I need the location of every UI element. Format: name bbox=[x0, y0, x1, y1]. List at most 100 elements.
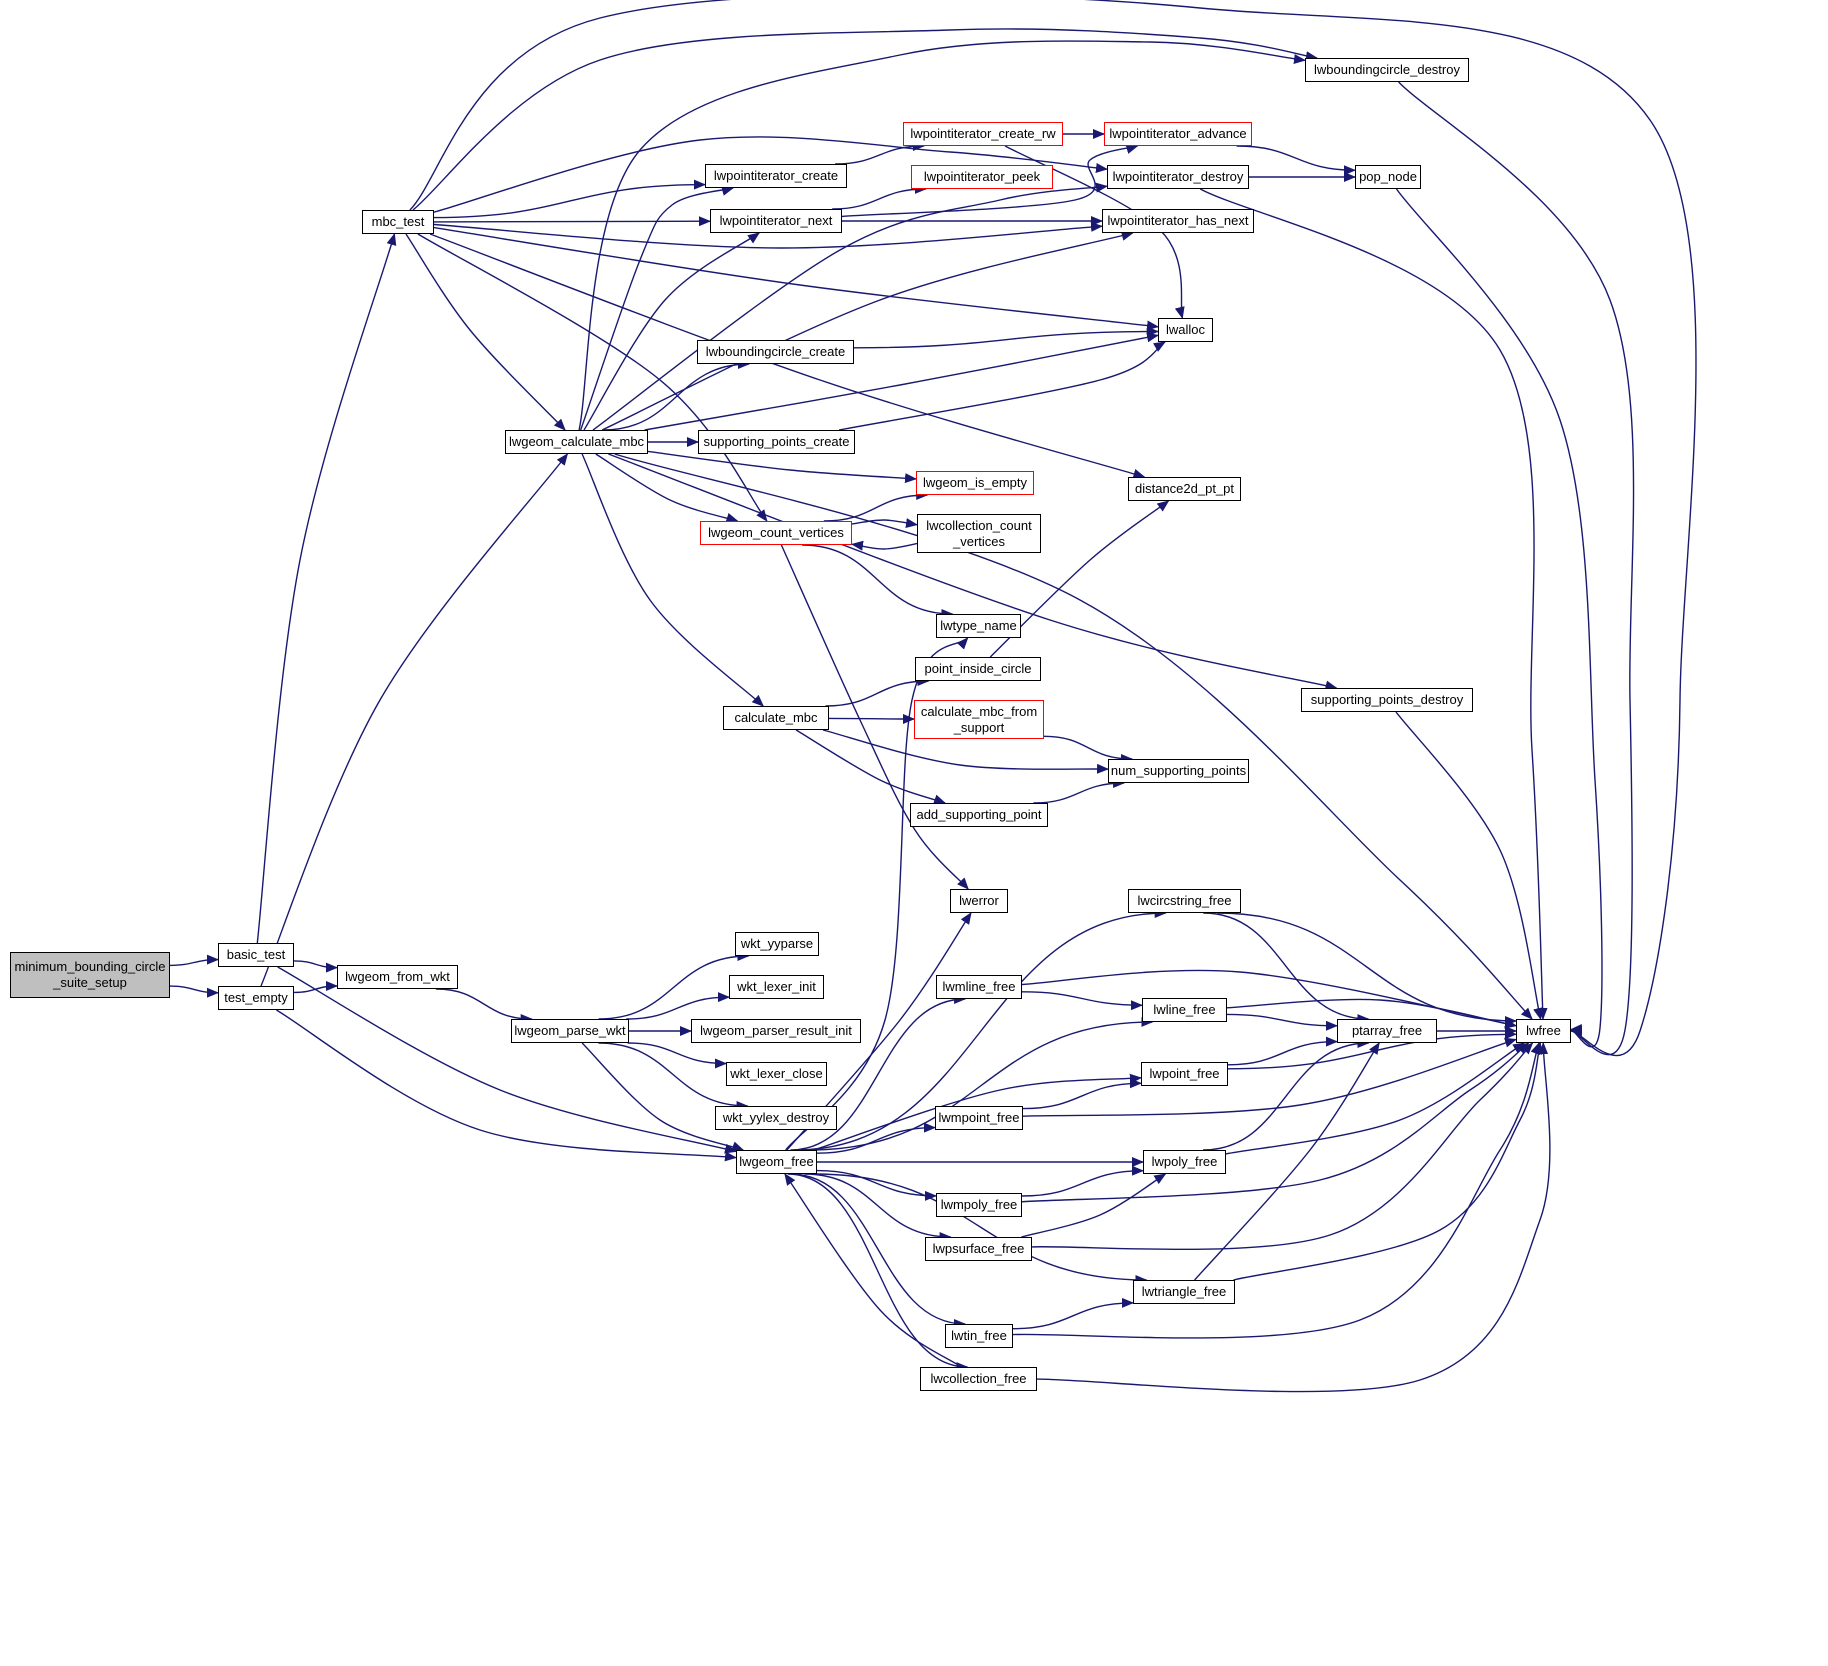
node-distance2d_pt_pt[interactable]: distance2d_pt_pt bbox=[1128, 477, 1241, 501]
edge-calculate_mbc_from_support-num_supporting_points bbox=[1043, 735, 1133, 764]
edge-setup-test_empty bbox=[169, 985, 219, 998]
edge-calculate_mbc-point_inside_circle bbox=[825, 676, 930, 707]
edge-lwgeom_calculate_mbc-lwpointiterator_next bbox=[583, 232, 760, 431]
node-lwtype_name[interactable]: lwtype_name bbox=[936, 614, 1021, 638]
node-lwpoly_free[interactable]: lwpoly_free bbox=[1143, 1150, 1226, 1174]
node-lwfree[interactable]: lwfree bbox=[1516, 1019, 1571, 1043]
edge-lwcircstring_free-ptarray_free bbox=[1203, 912, 1370, 1024]
node-label: _suite_setup bbox=[53, 975, 127, 990]
node-num_supporting_points[interactable]: num_supporting_points bbox=[1108, 759, 1249, 783]
node-lwcollection_count_vertices[interactable]: lwcollection_count_vertices bbox=[917, 514, 1041, 553]
node-label: lwboundingcircle_destroy bbox=[1314, 62, 1460, 78]
edge-lwgeom_calculate_mbc-lwpointiterator_has_next bbox=[601, 230, 1134, 431]
node-lwmpoly_free[interactable]: lwmpoly_free bbox=[936, 1193, 1022, 1217]
node-lwgeom_calculate_mbc[interactable]: lwgeom_calculate_mbc bbox=[505, 430, 648, 454]
node-point_inside_circle[interactable]: point_inside_circle bbox=[915, 657, 1041, 681]
edge-calculate_mbc-add_supporting_point bbox=[795, 729, 947, 805]
node-lwpointiterator_peek[interactable]: lwpointiterator_peek bbox=[911, 165, 1053, 189]
node-lwgeom_from_wkt[interactable]: lwgeom_from_wkt bbox=[337, 965, 458, 989]
node-lwpointiterator_advance[interactable]: lwpointiterator_advance bbox=[1104, 122, 1252, 146]
node-setup[interactable]: minimum_bounding_circle_suite_setup bbox=[10, 952, 170, 998]
edge-lwgeom_free-lwtriangle_free bbox=[814, 1173, 1148, 1285]
node-label: wkt_yylex_destroy bbox=[722, 1110, 830, 1126]
node-calculate_mbc_from_support[interactable]: calculate_mbc_from_support bbox=[914, 700, 1044, 739]
node-label: lwmpoint_free bbox=[938, 1110, 1020, 1126]
node-lwgeom_count_vertices[interactable]: lwgeom_count_vertices bbox=[700, 521, 852, 545]
node-lwtriangle_free[interactable]: lwtriangle_free bbox=[1133, 1280, 1235, 1304]
node-ptarray_free[interactable]: ptarray_free bbox=[1337, 1019, 1437, 1043]
edge-lwgeom_parse_wkt-wkt_yylex_destroy bbox=[598, 1042, 749, 1111]
node-lwcircstring_free[interactable]: lwcircstring_free bbox=[1128, 889, 1241, 913]
node-label: lwgeom_free bbox=[739, 1154, 814, 1170]
node-lwboundingcircle_destroy[interactable]: lwboundingcircle_destroy bbox=[1305, 58, 1469, 82]
node-wkt_lexer_init[interactable]: wkt_lexer_init bbox=[729, 975, 824, 999]
node-lwpoint_free[interactable]: lwpoint_free bbox=[1141, 1062, 1228, 1086]
edge-lwgeom_free-lwmpoly_free bbox=[816, 1169, 937, 1201]
node-label: lwcollection_count bbox=[926, 517, 1032, 533]
node-lwgeom_parse_wkt[interactable]: lwgeom_parse_wkt bbox=[511, 1019, 629, 1043]
edge-mbc_test-lwgeom_count_vertices bbox=[417, 233, 768, 522]
edge-group bbox=[169, 0, 1697, 1393]
edge-lwgeom_count_vertices-lwtype_name bbox=[802, 544, 954, 619]
node-lwline_free[interactable]: lwline_free bbox=[1142, 998, 1227, 1022]
edge-lwgeom_calculate_mbc-lwgeom_count_vertices bbox=[595, 453, 739, 523]
edge-lwtin_free-lwtriangle_free bbox=[1012, 1297, 1134, 1330]
node-supporting_points_destroy[interactable]: supporting_points_destroy bbox=[1301, 688, 1473, 712]
edge-calculate_mbc-calculate_mbc_from_support bbox=[828, 713, 915, 724]
node-lwmpoint_free[interactable]: lwmpoint_free bbox=[935, 1106, 1023, 1130]
edge-lwpointiterator_advance-pop_node bbox=[1236, 145, 1356, 176]
edge-lwgeom_free-lwpoint_free bbox=[813, 1073, 1142, 1151]
edge-mbc_test-lwboundingcircle_destroy bbox=[412, 28, 1318, 211]
node-lwgeom_is_empty[interactable]: lwgeom_is_empty bbox=[916, 471, 1034, 495]
node-basic_test[interactable]: basic_test bbox=[218, 943, 294, 967]
node-lwgeom_free[interactable]: lwgeom_free bbox=[736, 1150, 817, 1174]
edge-test_empty-lwgeom_free bbox=[276, 1009, 737, 1162]
node-add_supporting_point[interactable]: add_supporting_point bbox=[910, 803, 1048, 827]
edge-lwcollection_free-lwgeom_free bbox=[784, 1173, 962, 1368]
edge-lwpointiterator_next-lwpointiterator_peek bbox=[832, 184, 927, 210]
node-lwmline_free[interactable]: lwmline_free bbox=[936, 975, 1022, 999]
node-label: lwerror bbox=[959, 893, 999, 909]
node-lwalloc[interactable]: lwalloc bbox=[1158, 318, 1213, 342]
node-label: minimum_bounding_circle bbox=[14, 959, 166, 975]
edge-lwline_free-lwfree bbox=[1226, 998, 1517, 1029]
edge-lwpoint_free-ptarray_free bbox=[1227, 1036, 1338, 1066]
node-mbc_test[interactable]: mbc_test bbox=[362, 210, 434, 234]
node-lwpointiterator_has_next[interactable]: lwpointiterator_has_next bbox=[1102, 209, 1254, 233]
node-supporting_points_create[interactable]: supporting_points_create bbox=[698, 430, 855, 454]
node-label: wkt_lexer_close bbox=[730, 1066, 823, 1082]
node-lwboundingcircle_create[interactable]: lwboundingcircle_create bbox=[697, 340, 854, 364]
node-lwcollection_free[interactable]: lwcollection_free bbox=[920, 1367, 1037, 1391]
node-calculate_mbc[interactable]: calculate_mbc bbox=[723, 706, 829, 730]
edge-lwmline_free-lwline_free bbox=[1021, 991, 1143, 1011]
edge-lwpsurface_free-lwpoly_free bbox=[1021, 1173, 1167, 1238]
edge-lwcollection_count_vertices-lwgeom_count_vertices bbox=[851, 540, 918, 551]
node-lwpointiterator_create_rw[interactable]: lwpointiterator_create_rw bbox=[903, 122, 1063, 146]
node-test_empty[interactable]: test_empty bbox=[218, 986, 294, 1010]
node-pop_node[interactable]: pop_node bbox=[1355, 165, 1421, 189]
node-label: lwtriangle_free bbox=[1141, 1284, 1227, 1300]
node-lwpointiterator_next[interactable]: lwpointiterator_next bbox=[710, 209, 842, 233]
edge-lwpointiterator_destroy-lwfree bbox=[1199, 188, 1548, 1020]
node-wkt_yyparse[interactable]: wkt_yyparse bbox=[735, 932, 819, 956]
node-lwpsurface_free[interactable]: lwpsurface_free bbox=[925, 1237, 1032, 1261]
node-wkt_yylex_destroy[interactable]: wkt_yylex_destroy bbox=[715, 1106, 837, 1130]
node-lwpointiterator_create[interactable]: lwpointiterator_create bbox=[705, 164, 847, 188]
node-label: lwgeom_count_vertices bbox=[708, 525, 844, 541]
edge-basic_test-lwgeom_free bbox=[277, 966, 737, 1154]
node-lwtin_free[interactable]: lwtin_free bbox=[945, 1324, 1013, 1348]
edge-test_empty-lwgeom_calculate_mbc bbox=[260, 453, 569, 987]
edge-lwline_free-ptarray_free bbox=[1226, 1013, 1338, 1031]
edge-lwtriangle_free-ptarray_free bbox=[1194, 1042, 1380, 1281]
edge-lwgeom_count_vertices-lwcollection_count_vertices bbox=[851, 518, 918, 529]
edge-lwmpoly_free-lwfree bbox=[1021, 1042, 1530, 1203]
edge-mbc_test-distance2d_pt_pt bbox=[429, 233, 1146, 479]
node-label: pop_node bbox=[1359, 169, 1417, 185]
node-lwerror[interactable]: lwerror bbox=[950, 889, 1008, 913]
node-lwgeom_parser_result_init[interactable]: lwgeom_parser_result_init bbox=[691, 1019, 861, 1043]
edge-supporting_points_create-lwalloc bbox=[838, 341, 1166, 431]
node-label: lwpointiterator_next bbox=[719, 213, 833, 229]
node-wkt_lexer_close[interactable]: wkt_lexer_close bbox=[726, 1062, 827, 1086]
node-label: lwtype_name bbox=[940, 618, 1017, 634]
node-lwpointiterator_destroy[interactable]: lwpointiterator_destroy bbox=[1107, 165, 1249, 189]
